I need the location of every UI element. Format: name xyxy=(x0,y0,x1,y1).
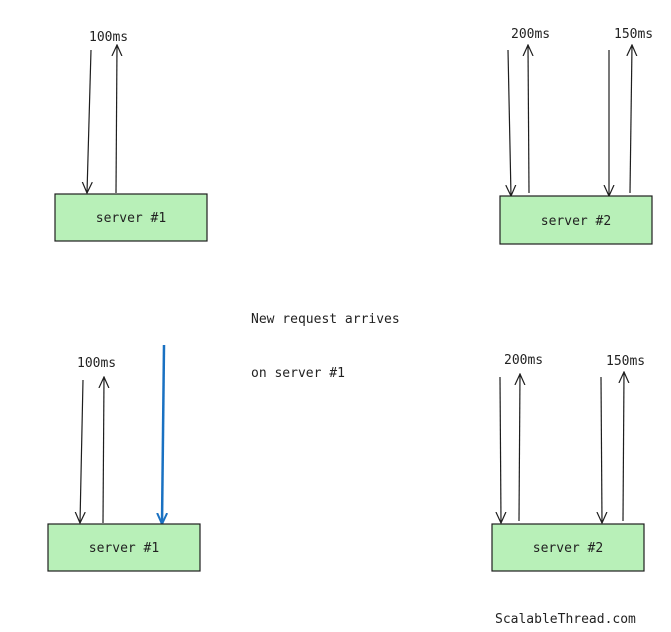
top-server2-response-arrow-b xyxy=(630,45,632,194)
bottom-server1-box xyxy=(47,523,201,572)
top-server1-latency: 100ms xyxy=(89,30,128,45)
caption-line-1: New request arrives xyxy=(251,312,400,327)
brand-watermark: ScalableThread.com xyxy=(495,612,636,627)
bottom-server2-response-arrow-b xyxy=(623,372,624,522)
bottom-server2-request-arrow-b xyxy=(601,376,602,523)
new-request-arrow xyxy=(162,344,164,524)
bottom-server1-group: 100ms server #1 xyxy=(47,344,201,572)
top-server1-response-arrow xyxy=(116,45,117,194)
bottom-server1-request-arrow xyxy=(80,379,83,523)
top-server2-request-arrow-a xyxy=(508,49,511,196)
top-server2-latency-a: 200ms xyxy=(511,27,550,42)
top-server2-group: 200ms 150ms server #2 xyxy=(499,27,653,245)
caption-line-2: on server #1 xyxy=(251,366,345,381)
caption: New request arrives on server #1 xyxy=(251,275,400,401)
bottom-server2-group: 200ms 150ms server #2 xyxy=(491,353,645,572)
top-server2-label: server #2 xyxy=(541,214,611,229)
bottom-server2-box xyxy=(491,523,645,572)
bottom-server2-latency-a: 200ms xyxy=(504,353,543,368)
top-server2-response-arrow-a xyxy=(528,45,529,194)
bottom-server1-label: server #1 xyxy=(89,541,159,556)
bottom-server2-latency-b: 150ms xyxy=(606,354,645,369)
bottom-server1-latency: 100ms xyxy=(77,356,116,371)
bottom-server1-response-arrow xyxy=(103,377,104,524)
top-server2-latency-b: 150ms xyxy=(614,27,653,42)
bottom-server2-request-arrow-a xyxy=(500,376,501,523)
top-server1-label: server #1 xyxy=(96,211,166,226)
top-server1-request-arrow xyxy=(87,49,91,193)
top-server1-box xyxy=(54,193,208,242)
bottom-server2-label: server #2 xyxy=(533,541,603,556)
top-server1-group: 100ms server #1 xyxy=(54,30,208,242)
top-server2-box xyxy=(499,195,653,245)
bottom-server2-response-arrow-a xyxy=(519,374,520,522)
